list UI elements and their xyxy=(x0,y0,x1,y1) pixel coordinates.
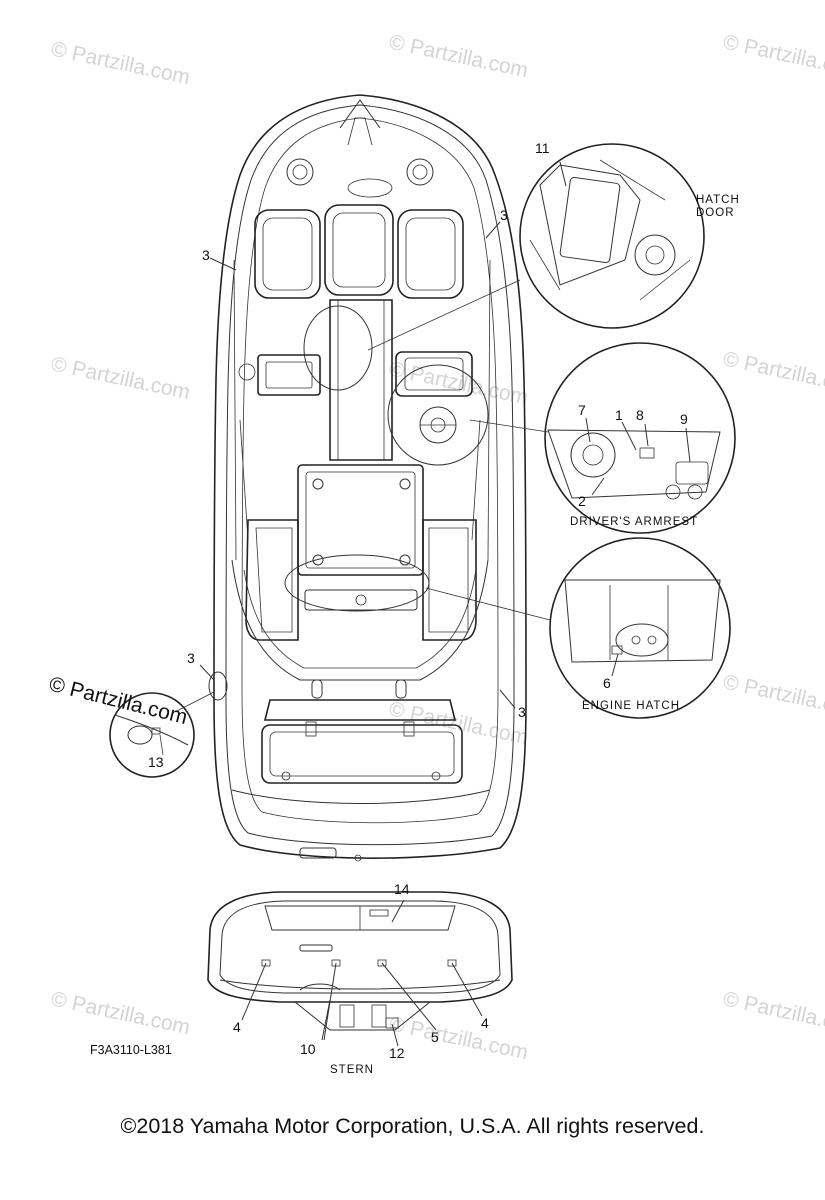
callout-4: 4 xyxy=(481,1015,489,1031)
callout-8: 8 xyxy=(636,407,644,423)
callout-6: 6 xyxy=(603,675,611,691)
watermark: © Partzilla.com xyxy=(49,37,192,89)
callout-3: 3 xyxy=(187,650,195,666)
caption-stern: STERN xyxy=(330,1064,374,1076)
caption-engine-hatch: ENGINE HATCH xyxy=(582,700,680,712)
callout-11: 11 xyxy=(535,140,550,156)
caption-hatch-door: HATCH xyxy=(696,194,740,206)
callout-3: 3 xyxy=(518,704,526,720)
callout-4: 4 xyxy=(233,1019,241,1035)
diagram-code: F3A3110-L381 xyxy=(90,1043,172,1057)
leader-line xyxy=(209,257,237,271)
watermark-layer: © Partzilla.com © Partzilla.com © Partzi… xyxy=(49,30,825,1064)
callout-10: 10 xyxy=(300,1041,316,1057)
watermark: © Partzilla.com xyxy=(49,987,192,1039)
watermark: © Partzilla.com xyxy=(721,30,825,82)
watermark: © Partzilla.com xyxy=(387,697,530,749)
stern-view xyxy=(207,891,513,1047)
copyright-notice: ©2018 Yamaha Motor Corporation, U.S.A. A… xyxy=(120,1114,705,1138)
caption-drivers-armrest: DRIVER'S ARMREST xyxy=(570,516,698,528)
boat-top-view xyxy=(213,94,527,862)
detail-side-13 xyxy=(109,691,215,778)
callout-3: 3 xyxy=(500,207,508,223)
leader-line xyxy=(485,221,501,239)
callout-12: 12 xyxy=(389,1045,405,1061)
watermark: © Partzilla.com xyxy=(721,347,825,399)
hatch-door-area-marker xyxy=(303,305,373,391)
callout-7: 7 xyxy=(578,402,586,418)
callout-5: 5 xyxy=(431,1029,439,1045)
detail-drivers-armrest xyxy=(469,342,736,534)
side-area-marker xyxy=(208,671,228,701)
watermark: © Partzilla.com xyxy=(387,357,530,409)
boat-decal-diagram: © Partzilla.com © Partzilla.com © Partzi… xyxy=(47,30,825,1076)
watermark: © Partzilla.com xyxy=(721,670,825,722)
engine-hatch-area-marker xyxy=(284,554,430,612)
watermark: © Partzilla.com xyxy=(387,30,530,82)
callout-labels: 3 3 3 3 11 7 1 8 9 2 6 13 14 4 4 5 10 12 xyxy=(148,140,688,1061)
overlay-watermark: © Partzilla.com xyxy=(47,673,190,730)
callout-3: 3 xyxy=(202,247,210,263)
callout-9: 9 xyxy=(680,411,688,427)
watermark: © Partzilla.com xyxy=(387,1012,530,1064)
callout-1: 1 xyxy=(615,407,623,423)
callout-14: 14 xyxy=(394,881,410,897)
armrest-area-marker xyxy=(387,364,489,466)
leader-line xyxy=(499,689,516,709)
callout-13: 13 xyxy=(148,754,164,770)
watermark: © Partzilla.com xyxy=(721,987,825,1039)
watermark: © Partzilla.com xyxy=(49,352,192,404)
detail-hatch-door xyxy=(367,143,705,351)
callout-2: 2 xyxy=(578,493,586,509)
detail-captions: HATCH DOOR DRIVER'S ARMREST ENGINE HATCH… xyxy=(90,194,740,1076)
leader-line xyxy=(199,664,215,681)
detail-engine-hatch xyxy=(425,537,731,719)
caption-hatch-door: DOOR xyxy=(696,207,735,219)
